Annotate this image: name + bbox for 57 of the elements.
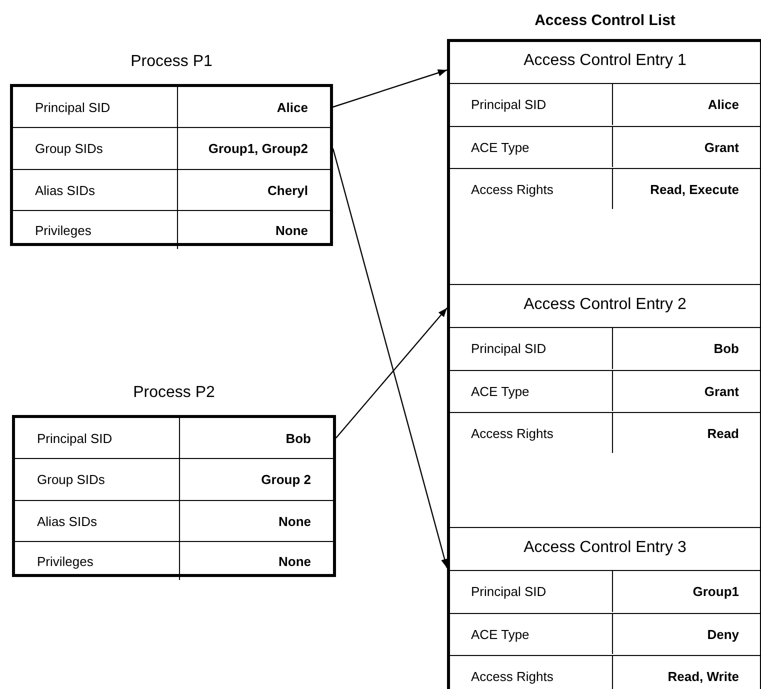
field-value: Group1 [692,583,740,601]
field-label: Principal SID [449,328,613,369]
field-value: None [274,222,309,240]
field-label: Alias SIDs [15,501,180,541]
field-label: Alias SIDs [13,170,178,210]
list-title: Access Control List [534,12,676,29]
entry-heading: Access Control Entry 2 [522,295,688,315]
table-title: Process P2 [132,384,216,402]
table-row [15,501,333,542]
table-row [13,128,330,170]
table-row [15,459,333,501]
entry-heading: Access Control Entry 3 [522,538,688,558]
field-value: Read [706,424,740,442]
field-label: Group SIDs [15,459,180,500]
table-row [449,126,761,167]
table-row [449,327,761,369]
table-row [449,168,761,209]
field-value: Alice [706,96,740,114]
field-label: Access Rights [449,656,613,689]
entry-section [449,527,761,689]
table-title: Process P1 [130,53,214,71]
field-label: ACE Type [449,614,613,654]
field-label: Access Rights [449,169,613,209]
field-label: Access Rights [449,413,613,453]
table-row [13,170,330,211]
table-row [449,412,761,453]
table-row [449,83,761,125]
field-label: ACE Type [449,127,613,167]
field-value: Bob [284,430,312,448]
field-value: Group1, Group2 [207,140,309,158]
field-label: Principal SID [15,418,180,458]
field-label: Privileges [13,211,178,249]
table-row [13,87,330,128]
field-value: Deny [706,626,740,644]
field-value: Grant [703,138,740,156]
field-label: ACE Type [449,371,613,411]
field-label: Principal SID [449,84,613,125]
field-value: None [278,512,312,530]
field-label: Privileges [15,542,180,580]
table-row [449,613,761,654]
field-label: Principal SID [449,571,613,612]
field-value: Bob [712,340,740,358]
field-value: Read, Execute [649,180,740,198]
field-value: Alice [276,98,309,116]
field-value: Cheryl [266,182,309,200]
field-value: Grant [703,382,740,400]
table-row [449,370,761,411]
entry-section [449,284,761,451]
field-label: Group SIDs [13,128,178,169]
table-row [449,655,761,689]
entry-heading: Access Control Entry 1 [522,51,688,71]
table-row [15,418,333,459]
field-value: Group 2 [260,471,312,489]
table-row [449,570,761,612]
field-value: Read, Write [666,668,740,686]
field-label: Principal SID [13,87,178,127]
field-value: None [278,552,312,570]
